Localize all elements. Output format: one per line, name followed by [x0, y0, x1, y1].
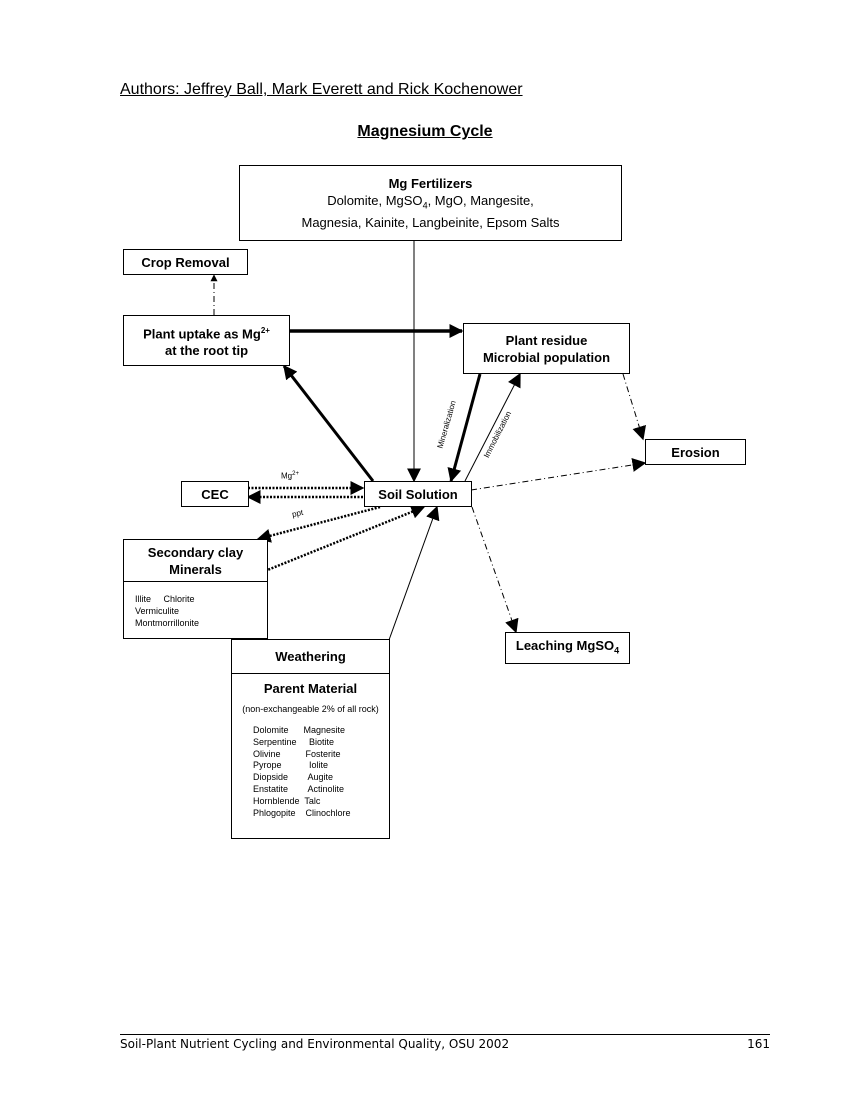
plant-residue-line2: Microbial population: [482, 349, 611, 365]
arrow-mineralization: [447, 373, 482, 483]
arrow-soil-to-erosion: [470, 458, 647, 491]
node-erosion: Erosion: [645, 439, 746, 465]
node-leaching: Leaching MgSO4: [505, 632, 630, 664]
secondary-clay-header: Secondary clay Minerals: [124, 540, 267, 582]
mg-fertilizers-line1: Dolomite, MgSO4, MgO, Mangesite,: [327, 192, 534, 211]
secondary-clay-line1: Secondary clay: [147, 544, 244, 560]
node-secondary-clay: Secondary clay Minerals Illite Chlorite …: [123, 539, 268, 639]
parent-material-minerals: Dolomite Magnesite Serpentine Biotite Ol…: [253, 725, 351, 818]
node-crop-removal: Crop Removal: [123, 249, 248, 275]
mg-fertilizers-line2: Magnesia, Kainite, Langbeinite, Epsom Sa…: [301, 215, 560, 231]
node-soil-solution: Soil Solution: [364, 481, 472, 507]
clay-minerals-row1: Illite Chlorite: [135, 594, 195, 604]
plant-residue-line1: Plant residue: [505, 332, 588, 348]
clay-minerals-row3: Montmorrillonite: [135, 618, 200, 628]
node-plant-residue: Plant residue Microbial population: [463, 323, 630, 374]
arrow-soil-to-uptake: [282, 364, 375, 482]
parent-material-note: (non-exchangeable 2% of all rock): [242, 704, 379, 714]
node-weathering: Weathering Parent Material (non-exchange…: [231, 639, 390, 839]
secondary-clay-minerals: Illite Chlorite Vermiculite Montmorrillo…: [124, 582, 267, 629]
weathering-title: Weathering: [232, 640, 389, 674]
parent-material-title: Parent Material: [263, 681, 358, 696]
arrow-immobilization: [464, 372, 521, 482]
plant-uptake-line1: Plant uptake as Mg2+: [143, 325, 270, 342]
node-cec: CEC: [181, 481, 249, 507]
node-mg-fertilizers: Mg Fertilizers Dolomite, MgSO4, MgO, Man…: [239, 165, 622, 241]
page-number: 161: [747, 1037, 770, 1051]
clay-minerals-row2: Vermiculite: [135, 606, 180, 616]
arrow-weathering-to-soil: [388, 505, 440, 641]
arrow-residue-to-erosion: [622, 373, 646, 441]
secondary-clay-line2: Minerals: [169, 561, 222, 577]
node-plant-uptake: Plant uptake as Mg2+ at the root tip: [123, 315, 290, 366]
page-footer: Soil-Plant Nutrient Cycling and Environm…: [120, 1034, 770, 1051]
plant-uptake-line2: at the root tip: [164, 343, 249, 359]
arrow-soil-to-clay: [256, 505, 381, 543]
page-title: Magnesium Cycle: [357, 123, 493, 140]
label-mg2: Mg2+: [281, 471, 299, 481]
mg-fertilizers-title: Mg Fertilizers: [388, 175, 473, 191]
arrow-soil-to-leaching: [471, 506, 519, 634]
footer-source: Soil-Plant Nutrient Cycling and Environm…: [120, 1037, 510, 1051]
authors: Authors: Jeffrey Ball, Mark Everett and …: [120, 81, 523, 98]
arrow-clay-to-soil: [264, 505, 426, 573]
